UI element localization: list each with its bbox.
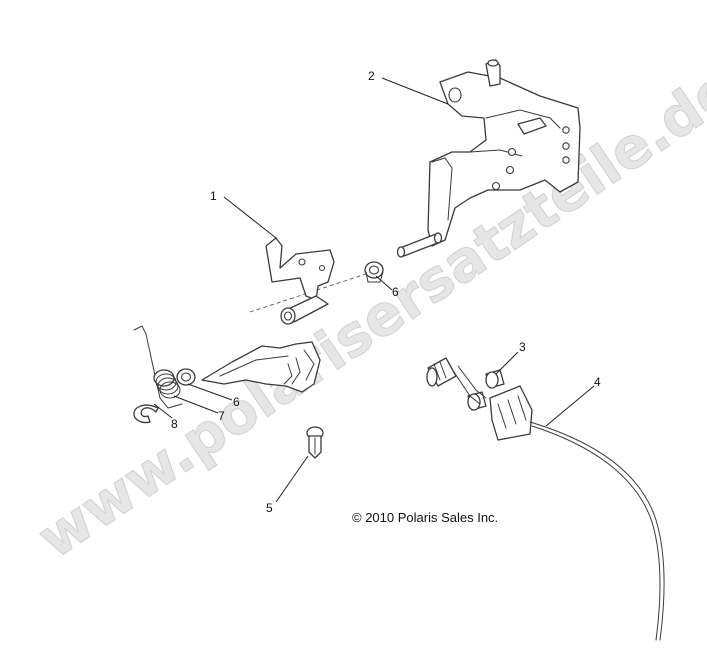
leader-5: [275, 455, 309, 503]
part-4-cable: [426, 357, 665, 641]
part-8-clip: [133, 404, 159, 424]
callout-6-lower: 6: [233, 395, 240, 409]
part-2-bracket: [396, 59, 581, 258]
leader-lines: [153, 77, 595, 503]
assembly-line: [249, 273, 367, 313]
leader-6a: [375, 275, 393, 291]
callout-7: 7: [218, 409, 225, 423]
leader-7: [173, 395, 219, 414]
callout-labels: 1 2 3 4 5 6 6 7 8: [171, 69, 601, 515]
copyright-notice: © 2010 Polaris Sales Inc.: [352, 510, 498, 525]
part-6-bushing-lower: [176, 368, 196, 386]
part-6-bushing-upper: [364, 261, 384, 283]
part-1-pedal: [201, 237, 335, 393]
leader-8: [153, 403, 173, 419]
callout-8: 8: [171, 417, 178, 431]
part-7-spring: [133, 325, 183, 409]
callout-5: 5: [266, 501, 273, 515]
callout-3: 3: [519, 340, 526, 354]
callout-4: 4: [594, 375, 601, 389]
leader-3: [495, 351, 519, 375]
callout-6-upper: 6: [392, 285, 399, 299]
leader-1: [223, 196, 277, 239]
watermark: www.polarisersatzteile.de: [26, 56, 707, 571]
callout-2: 2: [368, 69, 375, 83]
leader-4: [545, 385, 595, 427]
leader-6b: [187, 383, 233, 401]
callout-1: 1: [210, 189, 217, 203]
leader-2: [381, 77, 449, 105]
part-5-pin: [306, 426, 324, 459]
